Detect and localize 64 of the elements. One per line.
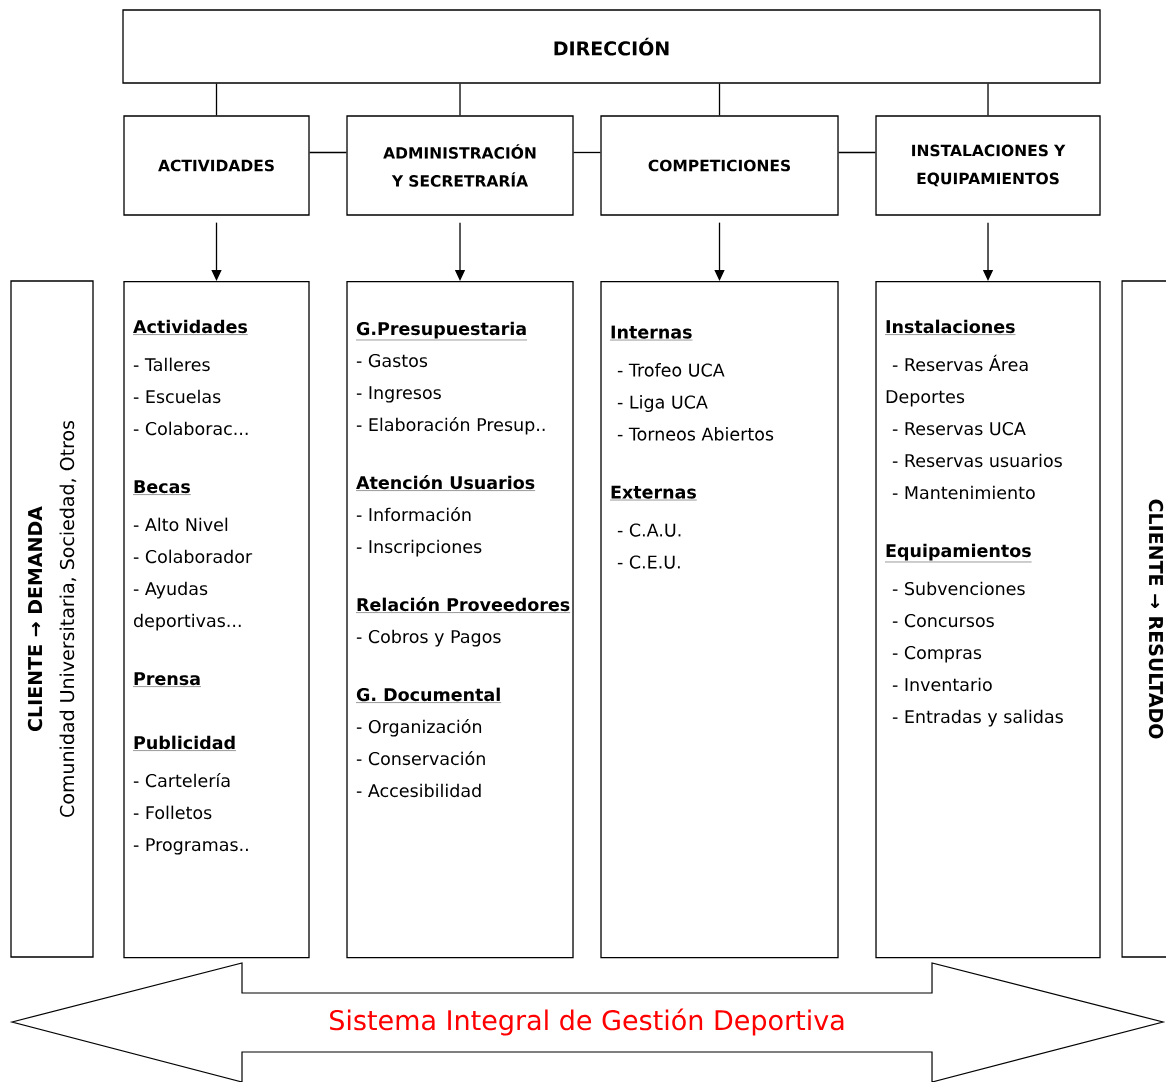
department-box: ADMINISTRACIÓN Y SECRETRARÍA (346, 115, 574, 216)
connector-line (838, 151, 876, 154)
list-item: - Reservas Área Deportes (886, 354, 1028, 407)
list-item: - C.E.U. (617, 555, 680, 569)
list-item: - Mantenimiento (892, 485, 1035, 500)
department-box: ACTIVIDADES (123, 115, 310, 216)
list-item: - Accesibilidad (356, 783, 481, 798)
list-item: - Conservación (356, 750, 485, 766)
list-item: - Inscripciones (356, 539, 482, 557)
list-item: - Subvenciones (892, 581, 1025, 596)
list-item: - Ingresos (356, 386, 441, 403)
column-box (600, 281, 839, 959)
section-heading: G.Presupuestaria (355, 321, 528, 341)
connector-line (459, 83, 461, 116)
list-item: - C.A.U. (617, 523, 681, 537)
list-item: - Liga UCA (617, 395, 708, 413)
column-box (123, 281, 310, 959)
arrow (714, 222, 725, 281)
arrow (211, 222, 222, 281)
section-heading: Internas (609, 325, 693, 341)
connector-line (215, 83, 218, 116)
list-item: - Inventario (892, 677, 992, 692)
connector-line (573, 151, 601, 154)
list-item: - Concursos (892, 613, 994, 628)
list-item: - Compras (892, 645, 982, 663)
connector-line (718, 83, 721, 116)
client-box: CLIENTE → DEMANDA Comunidad Universitaria, Sociedad, Otros (10, 280, 94, 958)
list-item: - Ayudas deportivas... (133, 581, 241, 631)
list-item: - Reservas UCA (892, 421, 1026, 436)
list-item: - Trofeo UCA (617, 363, 725, 377)
list-item: - Cobros y Pagos (356, 629, 501, 647)
section-heading: Instalaciones (884, 319, 1016, 335)
list-item: - Colaborador (133, 549, 253, 564)
section-heading: Prensa (132, 672, 202, 687)
column-box (346, 281, 574, 959)
section-heading: Becas (132, 480, 191, 495)
column-box (875, 281, 1101, 959)
department-box: INSTALACIONES Y EQUIPAMIENTOS (875, 115, 1101, 216)
list-item: - Entradas y salidas (892, 709, 1063, 727)
list-item: - Alto Nivel (133, 517, 228, 532)
list-item: - Elaboración Presup.. (356, 416, 545, 435)
section-heading: Actividades (132, 319, 249, 335)
list-item: - Programas.. (133, 838, 248, 855)
connector-line (309, 151, 347, 154)
list-item: - Reservas usuarios (892, 453, 1062, 468)
section-heading: Externas (609, 485, 697, 501)
connector-line (987, 83, 989, 116)
list-item: - Folletos (133, 805, 212, 820)
list-item: - Talleres (133, 357, 210, 372)
department-box: COMPETICIONES (600, 115, 839, 216)
list-item: - Gastos (356, 353, 428, 368)
section-heading: G. Documental (355, 687, 502, 703)
list-item: - Información (356, 506, 471, 522)
client-box: CLIENTE → RESULTADO (1121, 280, 1166, 958)
list-item: - Torneos Abiertos (617, 427, 774, 441)
title-box: DIRECCIÓN (122, 9, 1101, 84)
section-heading: Publicidad (132, 735, 237, 751)
section-heading: Relación Proveedores (355, 596, 571, 613)
list-item: - Cartelería (133, 772, 230, 788)
section-heading: Equipamientos (884, 543, 1032, 563)
list-item: - Escuelas (133, 389, 221, 404)
list-item: - Organización (356, 718, 482, 737)
section-heading: Atención Usuarios (355, 474, 536, 491)
list-item: - Colaborac... (133, 421, 248, 436)
